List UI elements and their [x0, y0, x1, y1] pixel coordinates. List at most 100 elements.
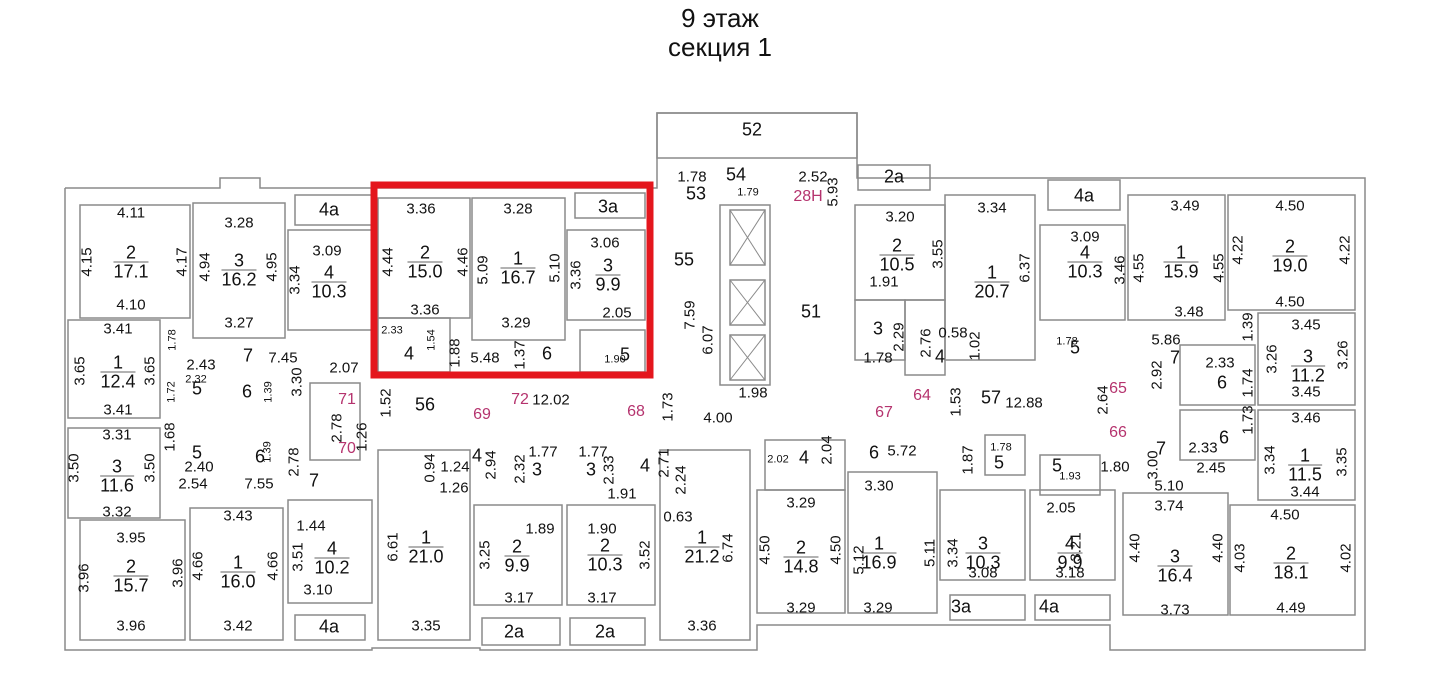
dimension-label: 4.17 — [173, 247, 191, 277]
room-area: 9.9 — [1057, 552, 1083, 573]
dimension-label: 1.72 — [165, 381, 178, 403]
space-label: 4 — [639, 455, 651, 476]
dimension-label: 3.27 — [224, 314, 254, 332]
dimension-label: 1.91 — [607, 485, 637, 503]
dimension-label: 2.64 — [1094, 385, 1112, 415]
dimension-label: 3.31 — [102, 426, 132, 444]
space-label: 4 — [403, 343, 415, 364]
dimension-label: 3.08 — [968, 564, 998, 582]
room-outline — [944, 194, 1036, 361]
elevator-cross — [729, 279, 766, 326]
room-number: 3 — [1291, 348, 1325, 367]
dimension-label: 2.76 — [917, 328, 935, 358]
dimension-label: 3.30 — [864, 477, 894, 495]
dimension-label: 5.93 — [824, 177, 842, 207]
balcony-outline — [569, 617, 646, 646]
room-number: 1 — [500, 250, 536, 269]
dimension-label: 3.74 — [1154, 497, 1184, 515]
room-area: 9.9 — [504, 555, 530, 576]
dimension-label: 2.02 — [767, 453, 789, 466]
dimension-label: 2.71 — [655, 448, 673, 478]
elevator-shaft — [729, 209, 766, 266]
dimension-label: 7.45 — [268, 349, 298, 367]
dimension-label: 1.88 — [446, 338, 464, 368]
room-outline — [1127, 194, 1226, 321]
dimension-label: 1.73 — [659, 392, 677, 422]
dimension-label: 1.77 — [578, 443, 608, 461]
dimension-label: 3.17 — [587, 589, 617, 607]
room-outline — [566, 504, 656, 606]
dimension-label: 3.00 — [1144, 450, 1162, 480]
dimension-label: 3.10 — [303, 581, 333, 599]
room-outline — [67, 319, 161, 419]
dimension-label: 4.03 — [1231, 543, 1249, 573]
public-space-number: 28Н — [793, 188, 823, 205]
space-label: 2a — [594, 621, 616, 642]
public-space-number: 69 — [473, 406, 491, 423]
dimension-label: 2.32 — [511, 454, 529, 484]
dimension-label: 4.94 — [196, 252, 214, 282]
room-outline — [473, 504, 563, 606]
dimension-label: 5.72 — [887, 442, 917, 460]
dimension-label: 2.24 — [672, 465, 690, 495]
dimension-label: 3.09 — [312, 242, 342, 260]
dimension-label: 3.29 — [786, 599, 816, 617]
dimension-label: 1.78 — [677, 168, 707, 186]
dimension-label: 4.44 — [379, 247, 397, 277]
room-area: 15.0 — [407, 261, 443, 282]
dimension-label: 5.12 — [850, 545, 868, 575]
floor-title: 9 этаж — [681, 3, 759, 33]
space-label: 5 — [1069, 337, 1081, 358]
space-label: 4 — [934, 346, 946, 367]
dimension-label: 3.18 — [1055, 564, 1085, 582]
dimension-label: 2.40 — [184, 458, 214, 476]
space-label: 57 — [980, 387, 1002, 408]
dimension-label: 4.10 — [116, 296, 146, 314]
room-area: 14.8 — [783, 556, 819, 577]
space-label: 51 — [800, 301, 822, 322]
room-area: 18.1 — [1273, 562, 1309, 583]
room-number: 1 — [861, 535, 897, 554]
dimension-label: 7.55 — [244, 475, 274, 493]
room-number: 1 — [1163, 244, 1199, 263]
dimension-label: 1.24 — [440, 458, 470, 476]
balcony-outline — [481, 617, 561, 646]
room-area: 19.0 — [1272, 255, 1308, 276]
dimension-label: 5.48 — [470, 349, 500, 367]
room-area: 21.0 — [408, 546, 444, 567]
space-label: 2a — [883, 166, 905, 187]
elevator-shaft — [729, 279, 766, 326]
dimension-label: 4.50 — [756, 535, 774, 565]
room-outline — [904, 299, 946, 376]
dimension-label: 5.09 — [474, 255, 492, 285]
dimension-label: 1.78 — [1056, 335, 1078, 348]
dimension-label: 4.46 — [454, 247, 472, 277]
dimension-label: 1.79 — [737, 186, 759, 199]
room-number: 2 — [1273, 545, 1309, 564]
space-label: 7 — [1169, 347, 1181, 368]
dimension-label: 3.32 — [102, 503, 132, 521]
room-outline — [939, 489, 1026, 581]
space-label: 56 — [414, 394, 436, 415]
dimension-label: 3.06 — [590, 234, 620, 252]
dimension-label: 3.50 — [141, 453, 159, 483]
dimension-label: 3.43 — [223, 507, 253, 525]
room-outline — [1227, 194, 1356, 311]
room-number: 4 — [1057, 535, 1083, 554]
room-number: 2 — [504, 538, 530, 557]
space-label: 53 — [685, 183, 707, 204]
dimension-label: 1.93 — [1059, 470, 1081, 483]
room-outline — [192, 202, 286, 339]
dimension-label: 4.00 — [703, 409, 733, 427]
dimension-label: 4.50 — [1275, 293, 1305, 311]
dimension-label: 2.52 — [798, 168, 828, 186]
elevator-cross — [729, 209, 766, 266]
room-outline — [309, 382, 361, 461]
